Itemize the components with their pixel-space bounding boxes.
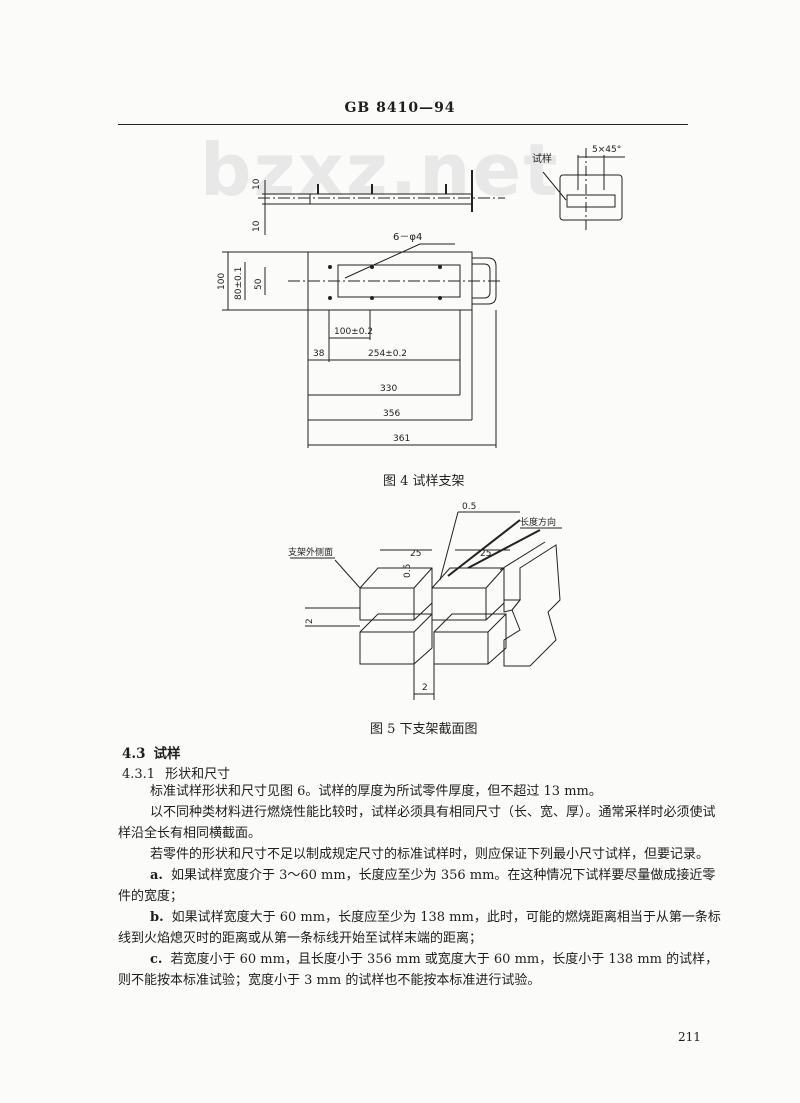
dim-100: 100 <box>217 273 227 290</box>
subsection-title: 形状和尺寸 <box>165 767 231 782</box>
dim-50: 50 <box>254 278 264 290</box>
dim-356: 356 <box>383 409 400 419</box>
dim-361: 361 <box>393 434 410 444</box>
end-view-specimen <box>566 194 616 208</box>
list-item-a: a.如果试样宽度介于 3～60 mm，长度应至少为 356 mm。在这种情况下试… <box>118 865 728 907</box>
item-c-text: 若宽度小于 60 mm，且长度小于 356 mm 或宽度大于 60 mm，长度小… <box>118 952 719 988</box>
lower-block-right <box>433 613 507 665</box>
dim-10b: 10 <box>252 220 262 232</box>
dim-10a: 10 <box>252 178 262 190</box>
list-item-b: b.如果试样宽度大于 60 mm，长度应至少为 138 mm，此时，可能的燃烧距… <box>118 907 728 949</box>
page-number: 211 <box>678 1030 701 1044</box>
section-heading: 4.3 试样 <box>122 742 189 762</box>
paragraph-3: 若零件的形状和尺寸不足以制成规定尺寸的标准试样时，则应保证下列最小尺寸试样，但要… <box>150 847 710 862</box>
page-header: GB 8410—94 <box>344 100 456 116</box>
upper-block-left <box>359 567 433 621</box>
dim-80: 80±0.1 <box>234 267 244 300</box>
header-rule <box>118 124 688 125</box>
item-c-label: c. <box>150 952 163 967</box>
label-outer-side: 支架外侧面 <box>288 546 333 558</box>
label-holes: 6－φ4 <box>393 232 422 243</box>
item-a-label: a. <box>150 868 163 883</box>
label-chamfer: 5×45° <box>592 145 621 155</box>
wall-break <box>503 544 561 667</box>
dim-2b: 2 <box>422 683 428 693</box>
item-b-text: 如果试样宽度大于 60 mm，长度应至少为 138 mm，此时，可能的燃烧距离相… <box>118 910 721 946</box>
label-length-dir: 长度方向 <box>520 516 556 528</box>
subsection-number: 4.3.1 <box>122 767 156 782</box>
section-title: 试样 <box>153 746 181 762</box>
upper-block-right <box>431 567 505 621</box>
subsection-heading: 4.3.1 形状和尺寸 <box>122 763 240 782</box>
item-a-text: 如果试样宽度介于 3～60 mm，长度应至少为 356 mm。在这种情况下试样要… <box>118 868 716 904</box>
section-number: 4.3 <box>122 746 146 762</box>
dim-2a: 2 <box>305 618 315 624</box>
dim-38: 38 <box>313 349 325 359</box>
figure-4-drawing: 试样 5×45° 6－φ4 10 10 100 80±0.1 50 100±0.… <box>217 145 625 448</box>
dim-25b: 25 <box>480 549 491 559</box>
item-b-label: b. <box>150 910 164 925</box>
dim-100-0.2: 100±0.2 <box>334 327 373 337</box>
figure-5-drawing: 支架外侧面 长度方向 0.5 0.5 25 25 2 2 <box>288 502 562 700</box>
list-item-c: c.若宽度小于 60 mm，且长度小于 356 mm 或宽度大于 60 mm，长… <box>118 949 728 991</box>
paragraph-1: 标准试样形状和尺寸见图 6。试样的厚度为所试零件厚度，但不超过 13 mm。 <box>150 784 602 799</box>
dim-254: 254±0.2 <box>368 349 407 359</box>
paragraph-2: 以不同种类材料进行燃烧性能比较时，试样必须具有相同尺寸（长、宽、厚）。通常采样时… <box>118 805 716 841</box>
dim-0.5a: 0.5 <box>462 502 476 512</box>
dim-25a: 25 <box>410 549 421 559</box>
end-view-frame <box>559 174 623 221</box>
dim-0.5b: 0.5 <box>403 564 413 578</box>
figure-4-caption: 图 4 试样支架 <box>383 474 465 489</box>
lower-block-left <box>359 613 433 665</box>
figure-5-caption: 图 5 下支架截面图 <box>370 722 478 737</box>
label-specimen: 试样 <box>532 152 552 165</box>
dim-330: 330 <box>380 384 397 394</box>
